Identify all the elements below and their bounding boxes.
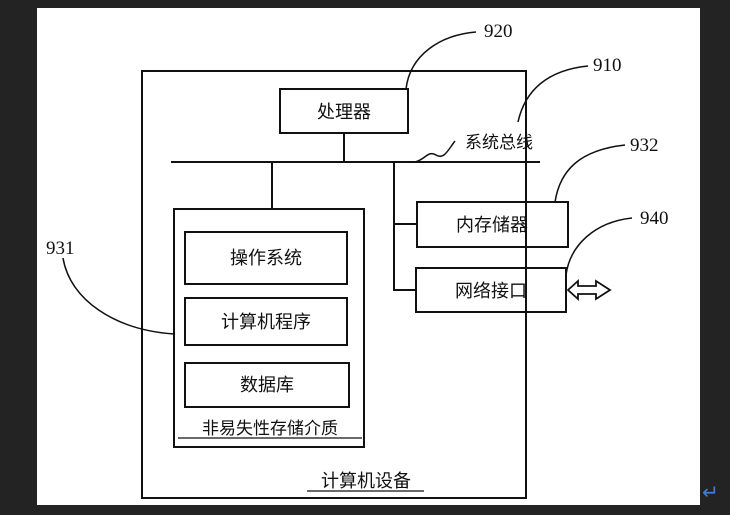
storage-label: 非易失性存储介质 bbox=[202, 419, 338, 439]
ref-931: 931 bbox=[46, 238, 75, 259]
storage-item-program: 计算机程序 bbox=[221, 312, 311, 333]
memory-label: 内存储器 bbox=[456, 215, 528, 236]
leader-910 bbox=[517, 65, 589, 123]
bus-squiggle bbox=[414, 140, 456, 163]
leader-931 bbox=[62, 257, 175, 335]
storage-item-box bbox=[184, 362, 350, 408]
leader-932 bbox=[554, 144, 626, 203]
storage-box bbox=[173, 208, 365, 448]
ref-910: 910 bbox=[593, 55, 622, 76]
storage-item-database: 数据库 bbox=[240, 375, 294, 396]
storage-item-box bbox=[184, 231, 348, 285]
storage-item-box bbox=[184, 297, 348, 346]
leader-920 bbox=[405, 31, 477, 90]
paragraph-return-icon: ↵ bbox=[702, 480, 719, 504]
document-page bbox=[37, 8, 700, 505]
processor-label: 处理器 bbox=[317, 102, 371, 123]
network-interface-label: 网络接口 bbox=[455, 281, 527, 302]
ref-940: 940 bbox=[640, 208, 669, 229]
system-bus-label: 系统总线 bbox=[465, 133, 533, 153]
network-interface-box bbox=[415, 267, 567, 313]
double-arrow-icon bbox=[566, 278, 612, 302]
computer-device-box bbox=[141, 70, 527, 499]
ref-932: 932 bbox=[630, 135, 659, 156]
leader-940 bbox=[565, 217, 633, 276]
storage-item-os: 操作系统 bbox=[230, 248, 302, 269]
ref-920: 920 bbox=[484, 21, 513, 42]
computer-device-label: 计算机设备 bbox=[321, 471, 411, 492]
memory-box bbox=[416, 201, 569, 248]
